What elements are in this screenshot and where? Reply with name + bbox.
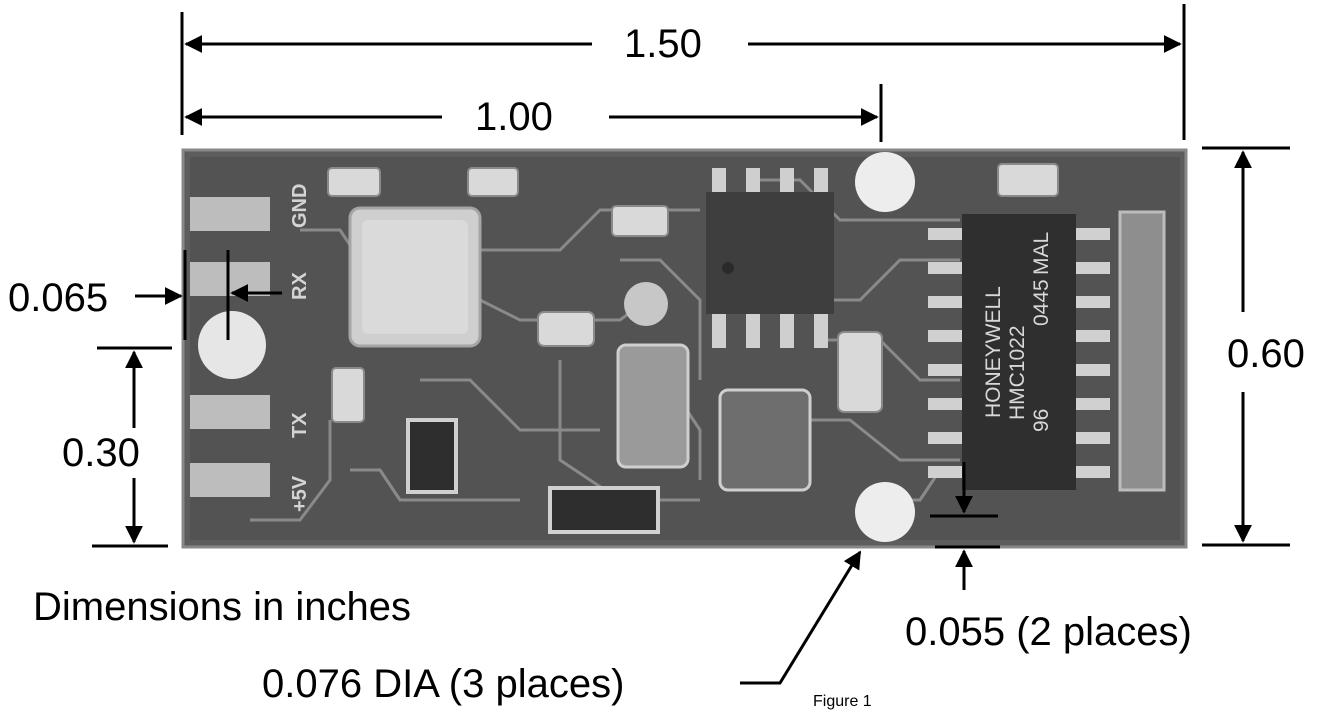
small-capacitor-round	[624, 282, 668, 326]
dimension-label-overall-length: 1.50	[624, 22, 702, 66]
pad-5v	[190, 463, 270, 497]
soic8-body	[706, 192, 834, 314]
tantalum-cap-1	[406, 418, 458, 494]
honeywell-hmc1022-chip: HONEYWELL HMC1022 0445 96 MAL	[928, 214, 1110, 490]
pcb-module: GND RX TX +5V	[181, 148, 1188, 549]
chip-marking: HONEYWELL HMC1022 0445 96 MAL	[982, 232, 1053, 432]
dimension-label-pin-pitch: 0.30	[62, 431, 140, 475]
pin-labels: GND RX TX +5V	[289, 184, 311, 512]
figure-caption: Figure 1	[813, 693, 872, 710]
pin-label-tx: TX	[289, 412, 311, 438]
chip-marking-brand: HONEYWELL	[982, 286, 1005, 418]
metal-can-lid	[362, 220, 468, 334]
dimension-label-pin-span: 1.00	[475, 95, 553, 139]
dimension-label-pin-width: 0.065	[8, 276, 109, 320]
dimension-label-hole-diameter: 0.076 DIA (3 places)	[262, 662, 625, 706]
chip-marking-lot: 96	[1030, 409, 1053, 432]
units-note: Dimensions in inches	[33, 585, 411, 629]
crystal-component	[616, 343, 690, 469]
mounting-hole-top	[855, 152, 915, 212]
pad-rx	[190, 262, 270, 296]
pin-label-rx: RX	[289, 272, 311, 300]
soic8-chip	[706, 168, 834, 348]
edge-pads	[190, 197, 270, 497]
inductor-component	[718, 388, 812, 492]
pad-gnd	[190, 197, 270, 231]
mounting-hole-bottom	[855, 482, 915, 542]
tantalum-cap-2	[548, 486, 660, 534]
pin-label-gnd: GND	[289, 184, 311, 228]
chip-marking-suffix: MAL	[1030, 232, 1053, 275]
pad-tx	[190, 395, 270, 429]
dimension-label-edge-offset: 0.055 (2 places)	[905, 610, 1192, 654]
honeywell-chip-body	[962, 214, 1076, 490]
pin-label-5v: +5V	[289, 475, 311, 512]
leader-0076	[740, 550, 862, 685]
dimension-lines	[92, 4, 1290, 685]
dimension-label-height: 0.60	[1227, 332, 1305, 376]
capacitor-bar	[1118, 210, 1166, 492]
mounting-hole-left	[198, 311, 266, 379]
chip-marking-date: 0445	[1030, 279, 1053, 326]
small-passives	[327, 163, 1059, 423]
chip-marking-part: HMC1022	[1006, 325, 1029, 420]
